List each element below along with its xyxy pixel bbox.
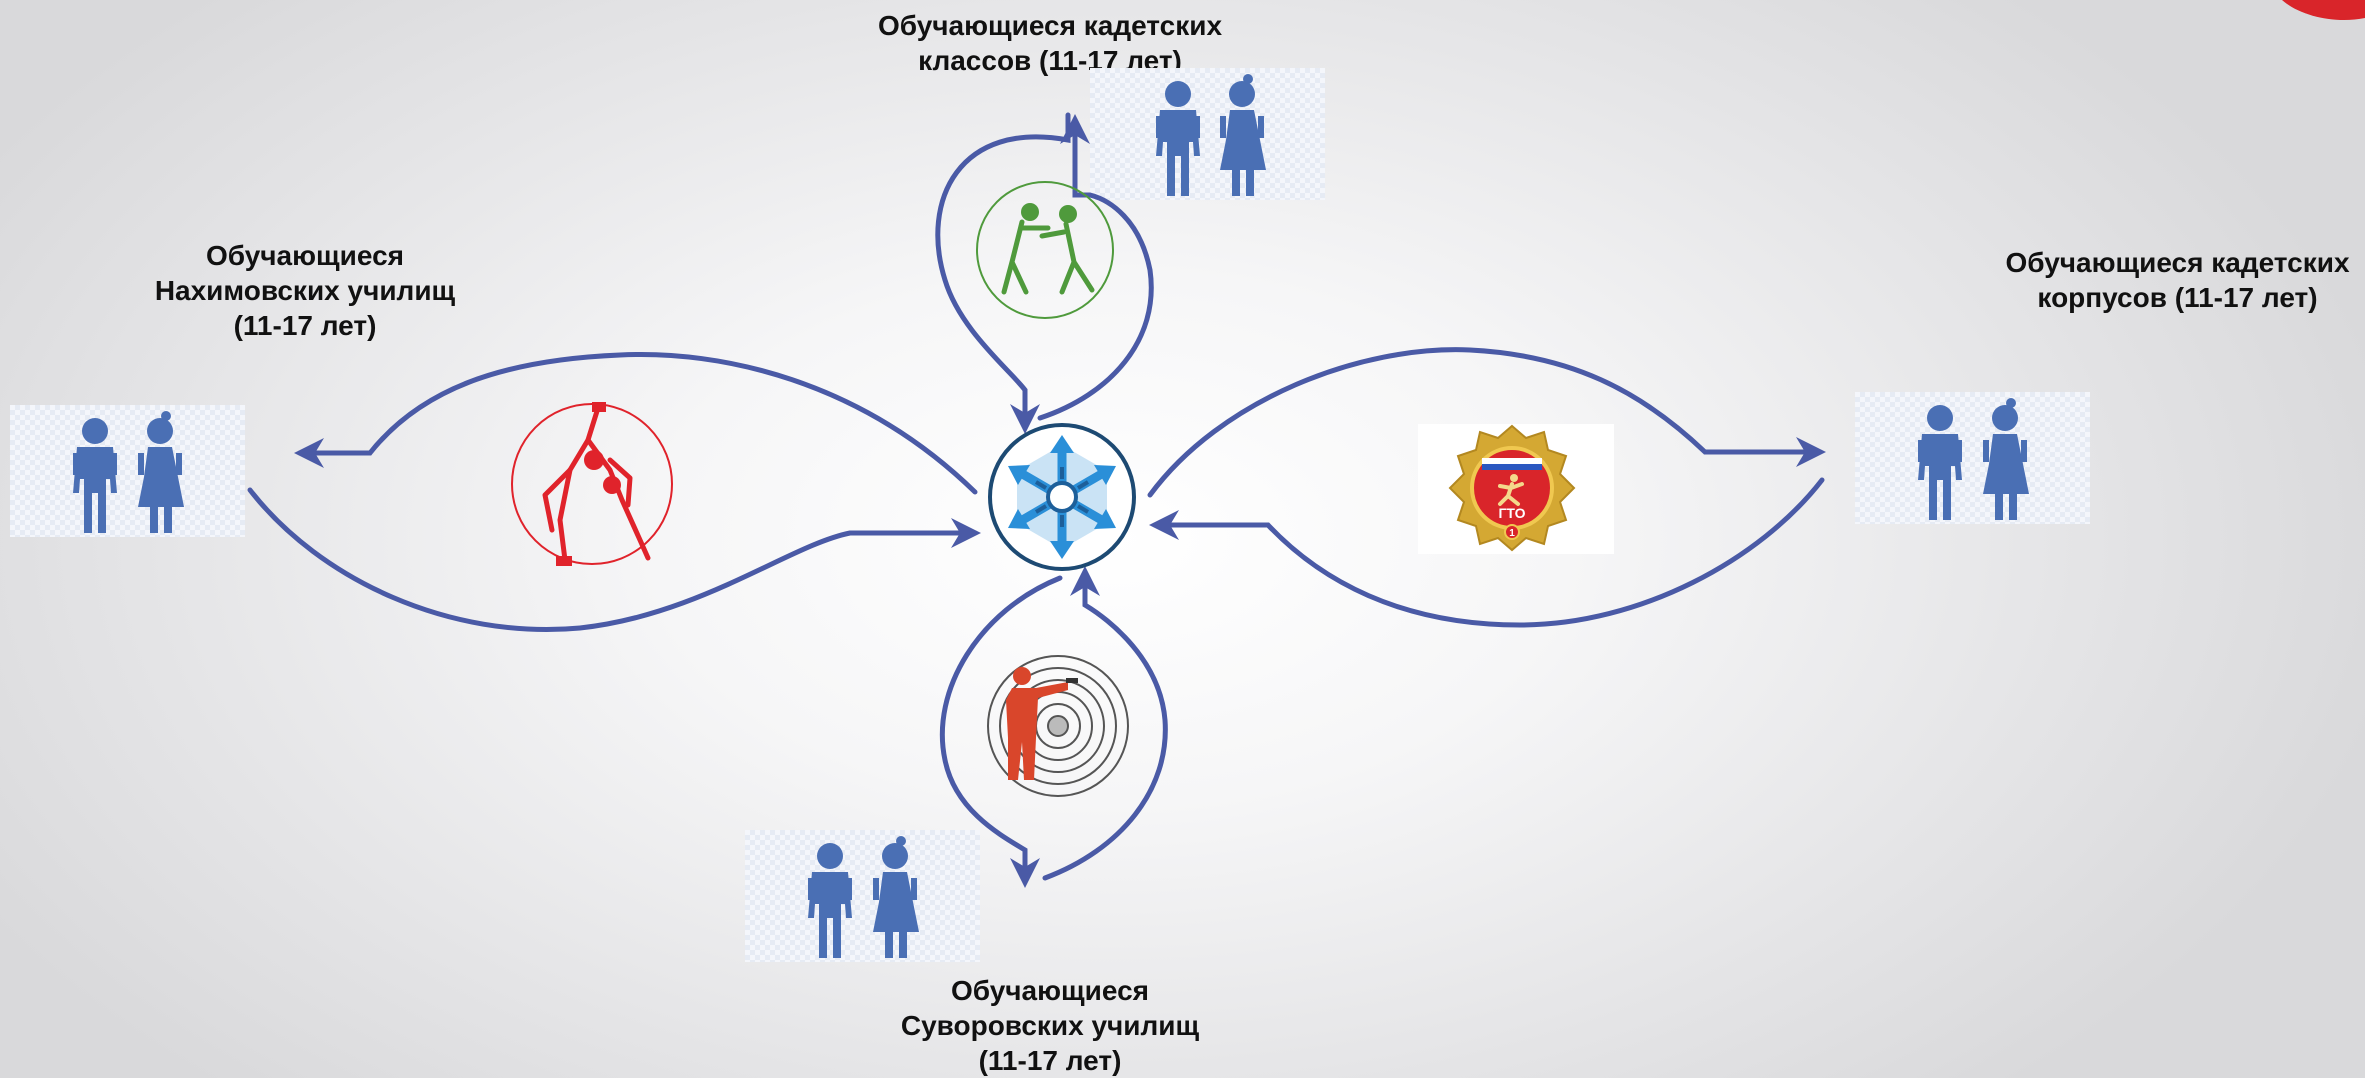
boy-girl-icon <box>73 411 184 533</box>
right-group-label-line1: Обучающиеся кадетских <box>2005 247 2350 278</box>
arrow-bottom-to-center <box>1042 566 1168 881</box>
top-students-icon <box>1090 68 1325 200</box>
arrow-left-to-center <box>247 487 981 632</box>
arrow-center-to-right <box>1147 347 1826 498</box>
snowflake-emblem-icon <box>988 423 1136 571</box>
shooting-icon <box>987 655 1129 797</box>
gto-badge-icon: ГТО 1 <box>1418 424 1614 554</box>
left-students-icon <box>10 405 245 537</box>
right-group-label: Обучающиеся кадетских корпусов (11-17 ле… <box>1990 245 2365 315</box>
arrow-center-to-left <box>294 352 978 495</box>
left-group-label-line1: Обучающиеся <box>206 240 404 271</box>
bottom-group-label-line2: Суворовских училищ <box>900 1010 1200 1041</box>
top-group-label: Обучающиеся кадетских классов (11-17 лет… <box>840 8 1260 78</box>
bottom-students-icon <box>745 830 980 962</box>
bottom-group-label: Обучающиеся Суворовских училищ (11-17 ле… <box>860 973 1240 1078</box>
left-group-label-line3: (11-17 лет) <box>233 310 377 341</box>
arrow-center-to-top <box>1037 114 1154 421</box>
right-students-icon <box>1855 392 2090 524</box>
boy-girl-icon <box>808 836 919 958</box>
gto-badge-number: 1 <box>1509 528 1515 539</box>
right-group-label-line2: корпусов (11-17 лет) <box>2037 282 2318 313</box>
top-group-label-line1: Обучающиеся кадетских <box>877 10 1223 41</box>
arrow-top-to-center <box>935 112 1071 434</box>
judo-icon <box>976 181 1114 319</box>
bottom-group-label-line3: (11-17 лет) <box>978 1045 1122 1076</box>
sambo-wrestling-icon <box>511 402 673 566</box>
boy-girl-icon <box>1918 398 2029 520</box>
boy-girl-icon <box>1156 74 1266 196</box>
bottom-group-label-line1: Обучающиеся <box>951 975 1149 1006</box>
arrow-right-to-center <box>1149 477 1825 628</box>
arrow-center-to-bottom <box>939 575 1063 888</box>
gto-badge-text: ГТО <box>1498 505 1525 521</box>
left-group-label: Обучающиеся Нахимовских училищ (11-17 ле… <box>110 238 500 343</box>
red-corner-logo-icon <box>2282 0 2365 20</box>
left-group-label-line2: Нахимовских училищ <box>154 275 456 306</box>
